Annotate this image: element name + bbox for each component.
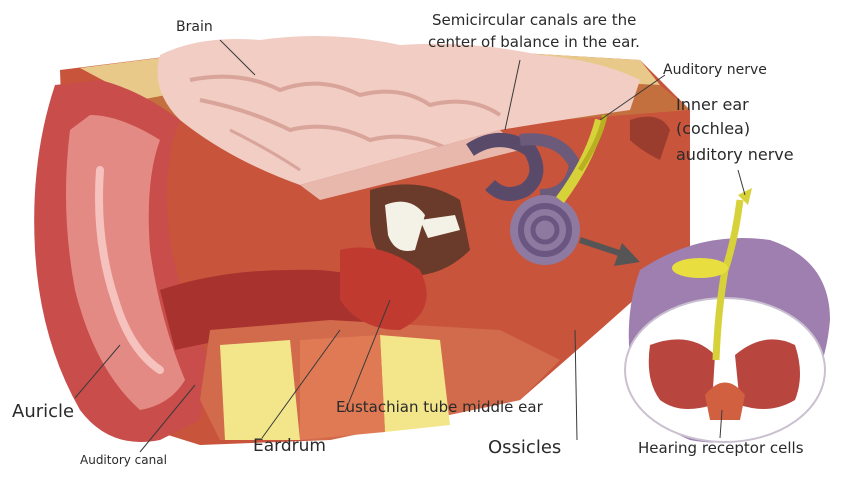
label-inner-ear-line2: (cochlea)	[676, 120, 750, 138]
label-auricle: Auricle	[12, 402, 74, 423]
label-ossicles: Ossicles	[488, 438, 561, 459]
label-auditory-nerve: Auditory nerve	[663, 62, 767, 78]
label-eardrum: Eardrum	[253, 437, 326, 457]
label-brain: Brain	[176, 19, 213, 35]
label-semicircular-line1: Semicircular canals are the	[432, 12, 636, 29]
label-auditory-canal: Auditory canal	[80, 454, 167, 468]
label-semicircular-line2: center of balance in the ear.	[428, 34, 640, 51]
label-inner-ear-line3: auditory nerve	[676, 146, 794, 164]
lower-tissue	[200, 320, 560, 440]
label-hearing-cells: Hearing receptor cells	[638, 440, 804, 457]
label-inner-ear-line1: Inner ear	[676, 96, 749, 114]
label-eustachian: Eustachian tube middle ear	[336, 399, 543, 416]
